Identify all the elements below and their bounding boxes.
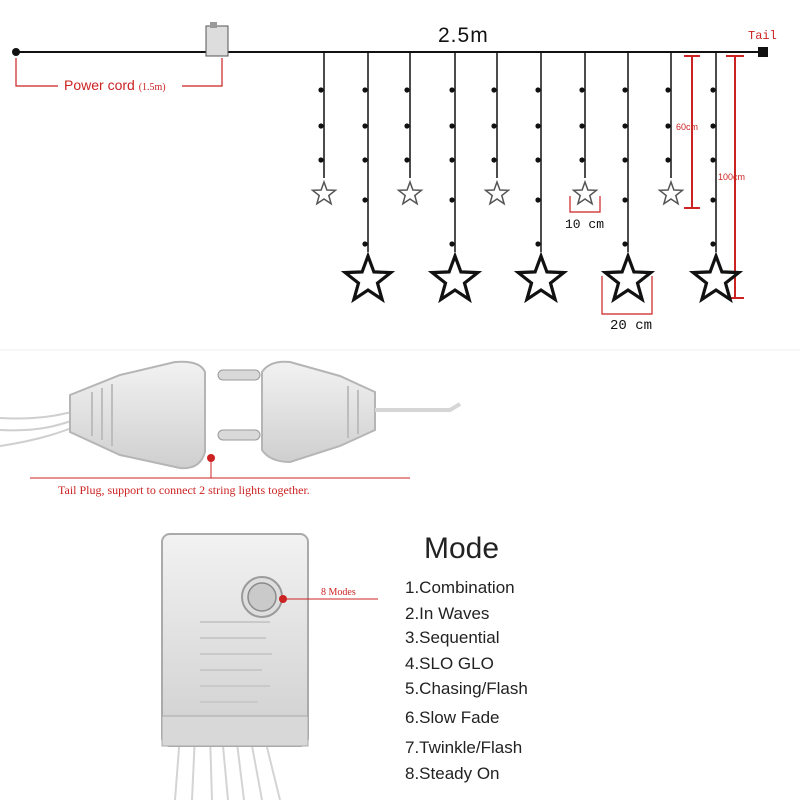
- small-star: [657, 179, 685, 206]
- tail-label: Tail: [748, 29, 777, 43]
- large-star-size-bracket: [601, 276, 653, 315]
- mode-item: 4.SLO GLO: [405, 654, 494, 673]
- small-star: [483, 179, 511, 206]
- led-bead: [362, 197, 368, 203]
- modes-callout-label: 8 Modes: [321, 587, 356, 598]
- plug-body: [261, 360, 376, 464]
- power-cord-bracket: [15, 58, 223, 87]
- dimension-100cm-label: 100cm: [718, 172, 746, 182]
- large-star-size-label: 20 cm: [610, 318, 653, 334]
- small-star: [396, 179, 424, 206]
- led-bead: [665, 87, 671, 93]
- power-cord-text: Power cord: [64, 77, 135, 93]
- led-bead: [491, 87, 497, 93]
- led-bead: [362, 123, 368, 129]
- power-cord-label: Power cord (1.5m): [64, 77, 166, 93]
- led-bead: [665, 157, 671, 163]
- mode-item: 8.Steady On: [405, 764, 500, 783]
- led-bead: [318, 157, 324, 163]
- large-star: [513, 251, 569, 304]
- led-bead: [362, 87, 368, 93]
- led-bead: [362, 241, 368, 247]
- plug-cable: [375, 402, 462, 412]
- led-bead: [449, 123, 455, 129]
- led-bead: [710, 87, 716, 93]
- led-bead: [622, 157, 628, 163]
- dimension-60cm-label: 60cm: [676, 122, 699, 132]
- mode-title: Mode: [424, 532, 500, 565]
- mode-item: 5.Chasing/Flash: [405, 679, 528, 698]
- tail-connector: [758, 47, 768, 57]
- large-star: [427, 251, 483, 304]
- led-bead: [579, 123, 585, 129]
- inline-connector: [205, 25, 229, 57]
- small-star: [310, 179, 338, 206]
- led-bead: [535, 123, 541, 129]
- plug-ribs: [347, 386, 359, 438]
- large-star: [688, 251, 744, 304]
- led-bead: [449, 197, 455, 203]
- led-bead: [535, 197, 541, 203]
- controller-box: [161, 533, 309, 747]
- socket-body: [69, 360, 206, 470]
- mode-item: 3.Sequential: [405, 628, 500, 647]
- large-star: [340, 251, 396, 304]
- small-star-size-label: 10 cm: [565, 217, 605, 232]
- tail-plug-caption: Tail Plug, support to connect 2 string l…: [58, 483, 310, 497]
- led-bead: [318, 87, 324, 93]
- power-cord-length: (1.5m): [138, 82, 166, 93]
- plug-pin-bottom: [217, 429, 261, 441]
- mode-item: 7.Twinkle/Flash: [405, 738, 523, 757]
- controller-embossed-text: [200, 621, 272, 703]
- led-bead: [404, 123, 410, 129]
- led-bead: [535, 87, 541, 93]
- led-bead: [622, 241, 628, 247]
- led-bead: [318, 123, 324, 129]
- led-bead: [449, 87, 455, 93]
- led-bead: [404, 157, 410, 163]
- string-length-label: 2.5m: [438, 24, 489, 47]
- mode-button: [247, 582, 277, 612]
- led-bead: [710, 241, 716, 247]
- tail-plug-illustration: [0, 360, 462, 479]
- large-star: [600, 251, 656, 304]
- led-bead: [362, 157, 368, 163]
- controller-illustration: [161, 533, 378, 800]
- inline-connector-tab: [210, 22, 217, 28]
- plug-pin-top: [217, 369, 261, 381]
- mode-item: 1.Combination: [405, 578, 515, 597]
- led-bead: [710, 157, 716, 163]
- led-bead: [710, 123, 716, 129]
- led-bead: [491, 123, 497, 129]
- led-bead: [710, 197, 716, 203]
- led-bead: [535, 157, 541, 163]
- hanging-strands: [310, 52, 744, 304]
- led-bead: [579, 157, 585, 163]
- power-end-dot: [12, 48, 20, 56]
- led-bead: [535, 241, 541, 247]
- controller-base: [161, 715, 309, 747]
- tail-plug-callout-line: [30, 458, 410, 479]
- dimension-60cm: [684, 55, 700, 209]
- mode-item: 6.Slow Fade: [405, 708, 500, 727]
- led-bead: [449, 157, 455, 163]
- controller-wires: [174, 734, 281, 800]
- led-bead: [579, 87, 585, 93]
- led-bead: [665, 123, 671, 129]
- small-star: [571, 179, 599, 206]
- socket-ribs: [91, 384, 113, 446]
- led-bead: [622, 197, 628, 203]
- small-star-size-bracket: [569, 196, 601, 213]
- led-bead: [622, 87, 628, 93]
- led-bead: [404, 87, 410, 93]
- mode-item: 2.In Waves: [405, 604, 490, 623]
- led-bead: [622, 123, 628, 129]
- led-bead: [449, 241, 455, 247]
- led-bead: [491, 157, 497, 163]
